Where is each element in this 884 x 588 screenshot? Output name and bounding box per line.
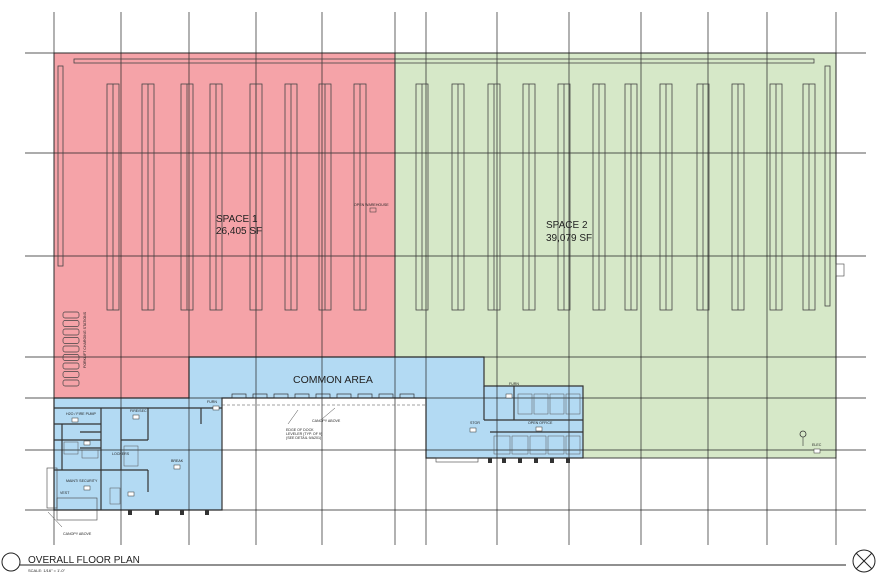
fire-sec-label: FIRE/SEC [130, 409, 147, 413]
furn-label-2: FURN [509, 382, 519, 386]
dock-leveler [315, 393, 331, 399]
charging-station [62, 320, 80, 327]
space-2-name: SPACE 2 [546, 220, 588, 231]
open-warehouse-label: OPEN WAREHOUSE [354, 203, 389, 207]
charging-station [62, 379, 80, 387]
canopy-above-label-2: CANOPY ABOVE [312, 419, 341, 423]
charging-station [62, 328, 80, 336]
maint-security-label: MAINT/ SECURITY [66, 479, 98, 483]
office-cubicles [493, 393, 581, 455]
dock-leveler [399, 393, 415, 399]
room-tags [71, 393, 821, 497]
stor-label: STOR [470, 421, 480, 425]
north-arrow-icon [852, 549, 876, 573]
dock-levelers [231, 393, 415, 399]
dock-leveler [294, 393, 310, 399]
charging-station [62, 362, 80, 370]
space-1-area: 26,405 SF [216, 226, 262, 237]
space-2-area: 39,079 SF [546, 233, 592, 244]
charging-stations-label: FORKLIFT CHARGING STATIONS [83, 311, 87, 368]
dock-leveler [252, 393, 268, 399]
interior-walls-west [54, 407, 222, 510]
open-office-label: OPEN OFFICE [528, 421, 553, 425]
break-label: BREAK [171, 459, 184, 463]
dock-leveler-note-1: EDGE OF DOCK [286, 428, 314, 432]
charging-station [62, 354, 80, 361]
forklift-charging-stations [62, 311, 80, 387]
zone-fills [53, 52, 837, 511]
charging-station [62, 337, 80, 344]
dock-leveler [231, 393, 247, 399]
space-1-name: SPACE 1 [216, 214, 258, 225]
dock-leveler [336, 393, 352, 399]
elec-label: ELEC [812, 443, 822, 447]
room-labels: H2O / FIRE PUMP FIRE/SEC FURN LOCKERS BR… [60, 382, 822, 536]
title-block: OVERALL FLOOR PLAN SCALE: 1/16" = 1'-0" [1, 549, 876, 573]
drawing-title: OVERALL FLOOR PLAN [28, 555, 140, 566]
dock-leveler [378, 393, 394, 399]
dock-leveler [273, 393, 289, 399]
dock-leveler-note-3: (SEE DETAIL 9/A201) [286, 436, 321, 440]
dock-leveler-note-2: LEVELER (TYP. OF 9) [286, 432, 322, 436]
vest-label: VEST [60, 491, 70, 495]
drawing-number-bubble [1, 552, 21, 572]
charging-station [62, 311, 80, 319]
furn-label-1: FURN [207, 400, 217, 404]
canopy-above-label-1: CANOPY ABOVE [63, 532, 92, 536]
top-rail [57, 58, 831, 307]
interior-walls-east [483, 386, 583, 433]
h2o-fire-pump-label: H2O / FIRE PUMP [66, 412, 97, 416]
dock-leveler [357, 393, 373, 399]
charging-station [62, 345, 80, 353]
charging-station [62, 371, 80, 378]
lockers-label: LOCKERS [112, 452, 130, 456]
vestibule-canopy [46, 467, 98, 528]
common-area-label: COMMON AREA [293, 374, 373, 386]
bollards [128, 458, 570, 515]
drawing-scale: SCALE: 1/16" = 1'-0" [28, 568, 66, 573]
storage-racks [106, 83, 816, 311]
elec-room-marker [799, 430, 807, 446]
